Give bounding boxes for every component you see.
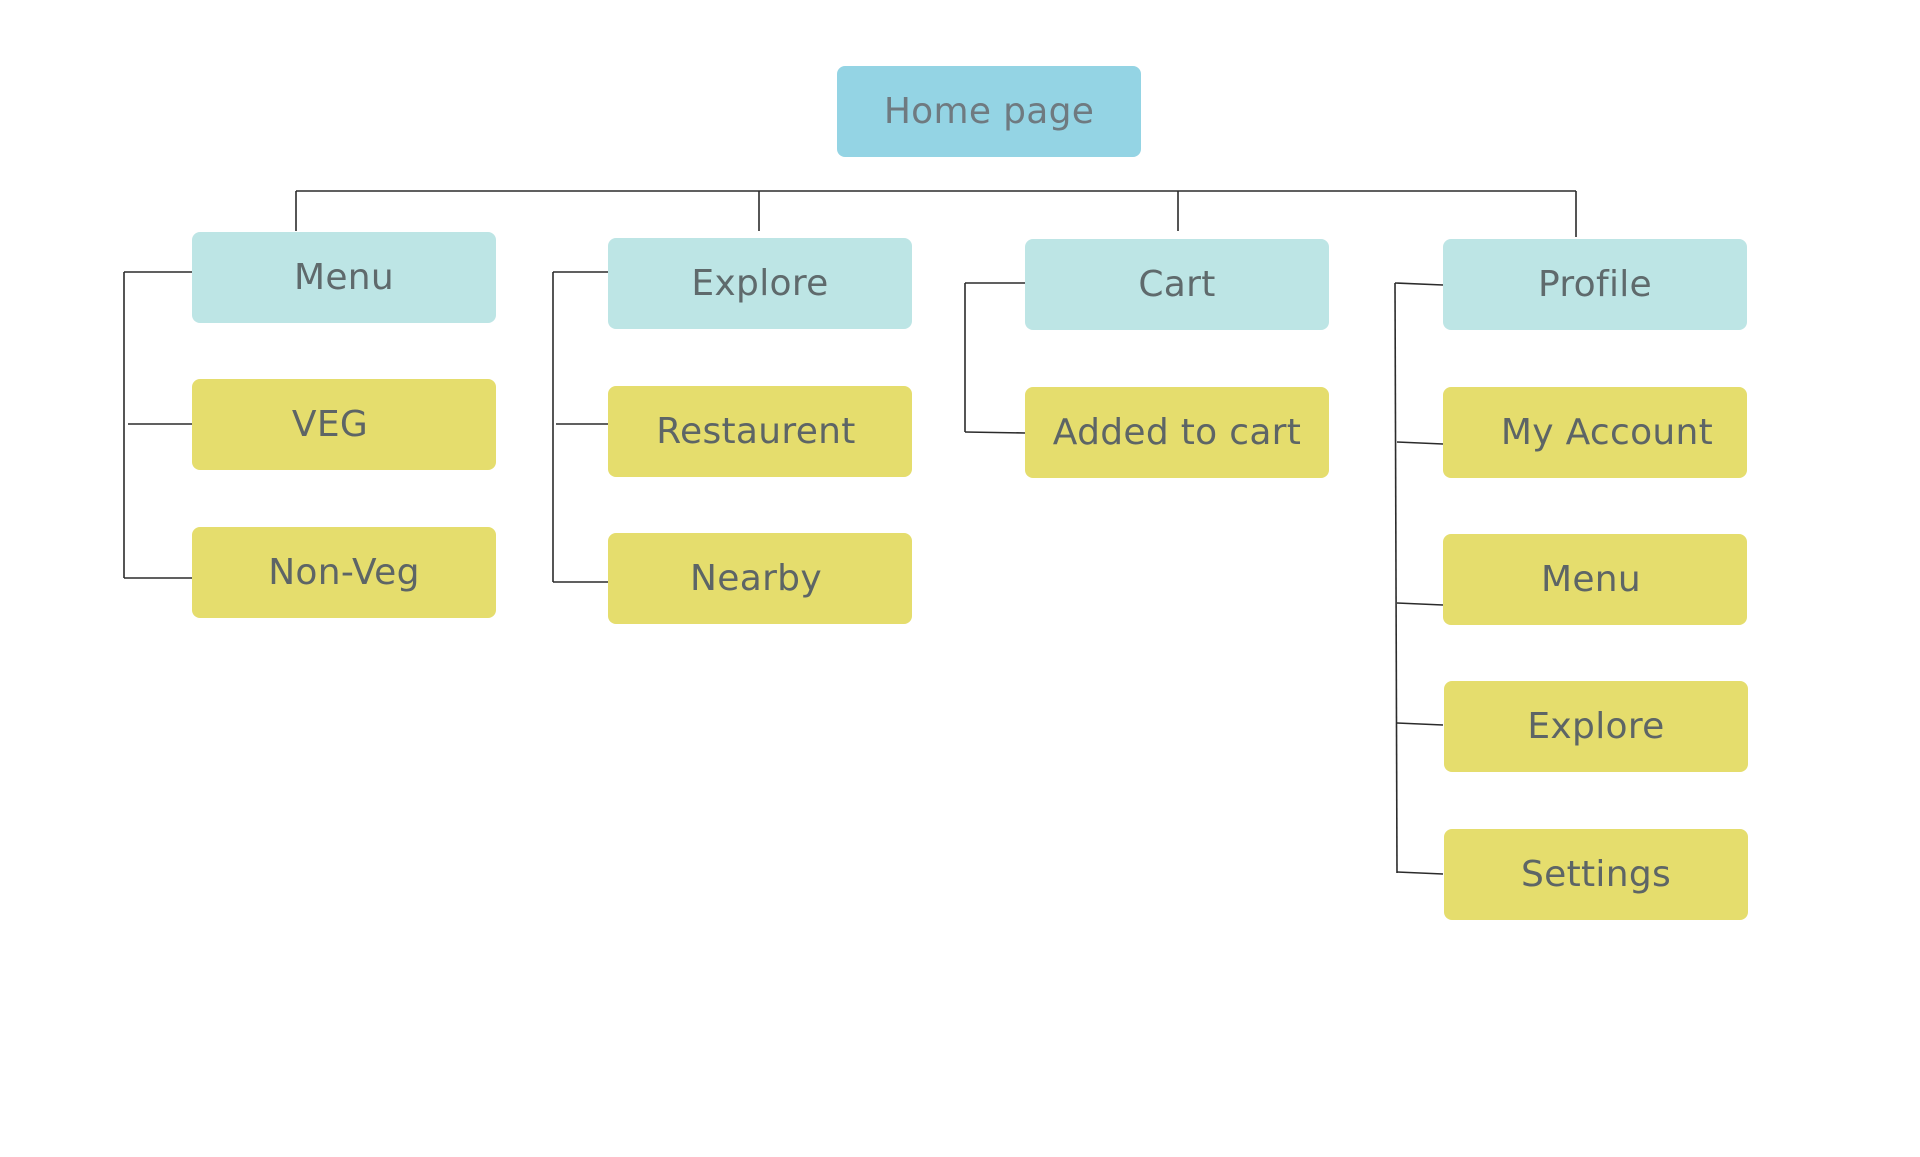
profile-to-category: [1394, 282, 1444, 286]
leaf-node-label: Explore: [1527, 706, 1665, 747]
leaf-node-nearby: Nearby: [608, 533, 912, 624]
leaf-node-veg: VEG: [192, 379, 496, 470]
category-node-cart: Cart: [1025, 239, 1329, 330]
leaf-node-label: VEG: [291, 404, 369, 445]
root-node-label: Home page: [883, 91, 1095, 132]
leaf-node-label: Added to cart: [1052, 412, 1302, 453]
leaf-node-my-account: My Account: [1443, 387, 1747, 478]
leaf-node-label: My Account: [1500, 412, 1714, 453]
root-node-home-page: Home page: [837, 66, 1141, 157]
leaf-node-added-to-cart: Added to cart: [1025, 387, 1329, 478]
leaf-node-label: Restaurent: [656, 411, 856, 452]
category-node-label: Menu: [293, 257, 395, 298]
category-node-menu: Menu: [192, 232, 496, 323]
category-node-label: Cart: [1138, 264, 1216, 305]
leaf-node-non-veg: Non-Veg: [192, 527, 496, 618]
leaf-node-label: Menu: [1540, 559, 1642, 600]
category-node-label: Profile: [1537, 264, 1653, 305]
leaf-node-label: Nearby: [690, 558, 822, 599]
category-node-profile: Profile: [1443, 239, 1747, 330]
profile-spine: [1394, 282, 1398, 874]
profile-to-explore: [1396, 722, 1444, 726]
profile-to-account: [1396, 441, 1444, 445]
profile-to-menu: [1396, 602, 1444, 606]
leaf-node-profile-explore: Explore: [1444, 681, 1748, 772]
category-node-explore: Explore: [608, 238, 912, 329]
cart-to-added: [964, 431, 1026, 434]
leaf-node-label: Settings: [1520, 854, 1672, 895]
profile-to-settings: [1396, 871, 1444, 875]
leaf-node-restaurent: Restaurent: [608, 386, 912, 477]
leaf-node-settings: Settings: [1444, 829, 1748, 920]
leaf-node-profile-menu: Menu: [1443, 534, 1747, 625]
leaf-node-label: Non-Veg: [268, 552, 420, 593]
category-node-label: Explore: [691, 263, 829, 304]
